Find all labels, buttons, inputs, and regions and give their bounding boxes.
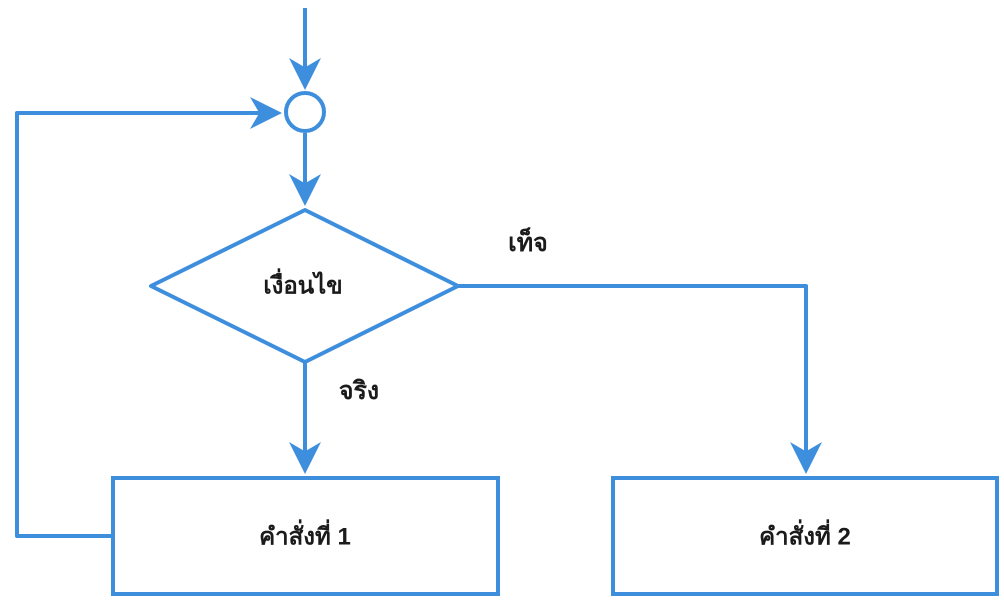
- condition-diamond-shape: [149, 208, 460, 364]
- edge-statement1-to-connector: [15, 97, 282, 538]
- condition-node: เงื่อนไข: [149, 208, 460, 364]
- statement1-label: คำสั่งที่ 1: [259, 519, 351, 551]
- statement1-node: คำสั่งที่ 1: [111, 476, 500, 596]
- statement2-label: คำสั่งที่ 2: [759, 519, 851, 551]
- condition-label: เงื่อนไข: [263, 268, 342, 300]
- statement2-node: คำสั่งที่ 2: [611, 476, 999, 596]
- edge-condition-to-statement2: [458, 284, 822, 474]
- statement2-rect-shape: [611, 476, 999, 596]
- statement1-rect-shape: [111, 476, 500, 596]
- false-branch-label: เท็จ: [508, 227, 548, 257]
- loop-connector-node: [284, 91, 326, 133]
- true-branch-label: จริง: [339, 377, 379, 405]
